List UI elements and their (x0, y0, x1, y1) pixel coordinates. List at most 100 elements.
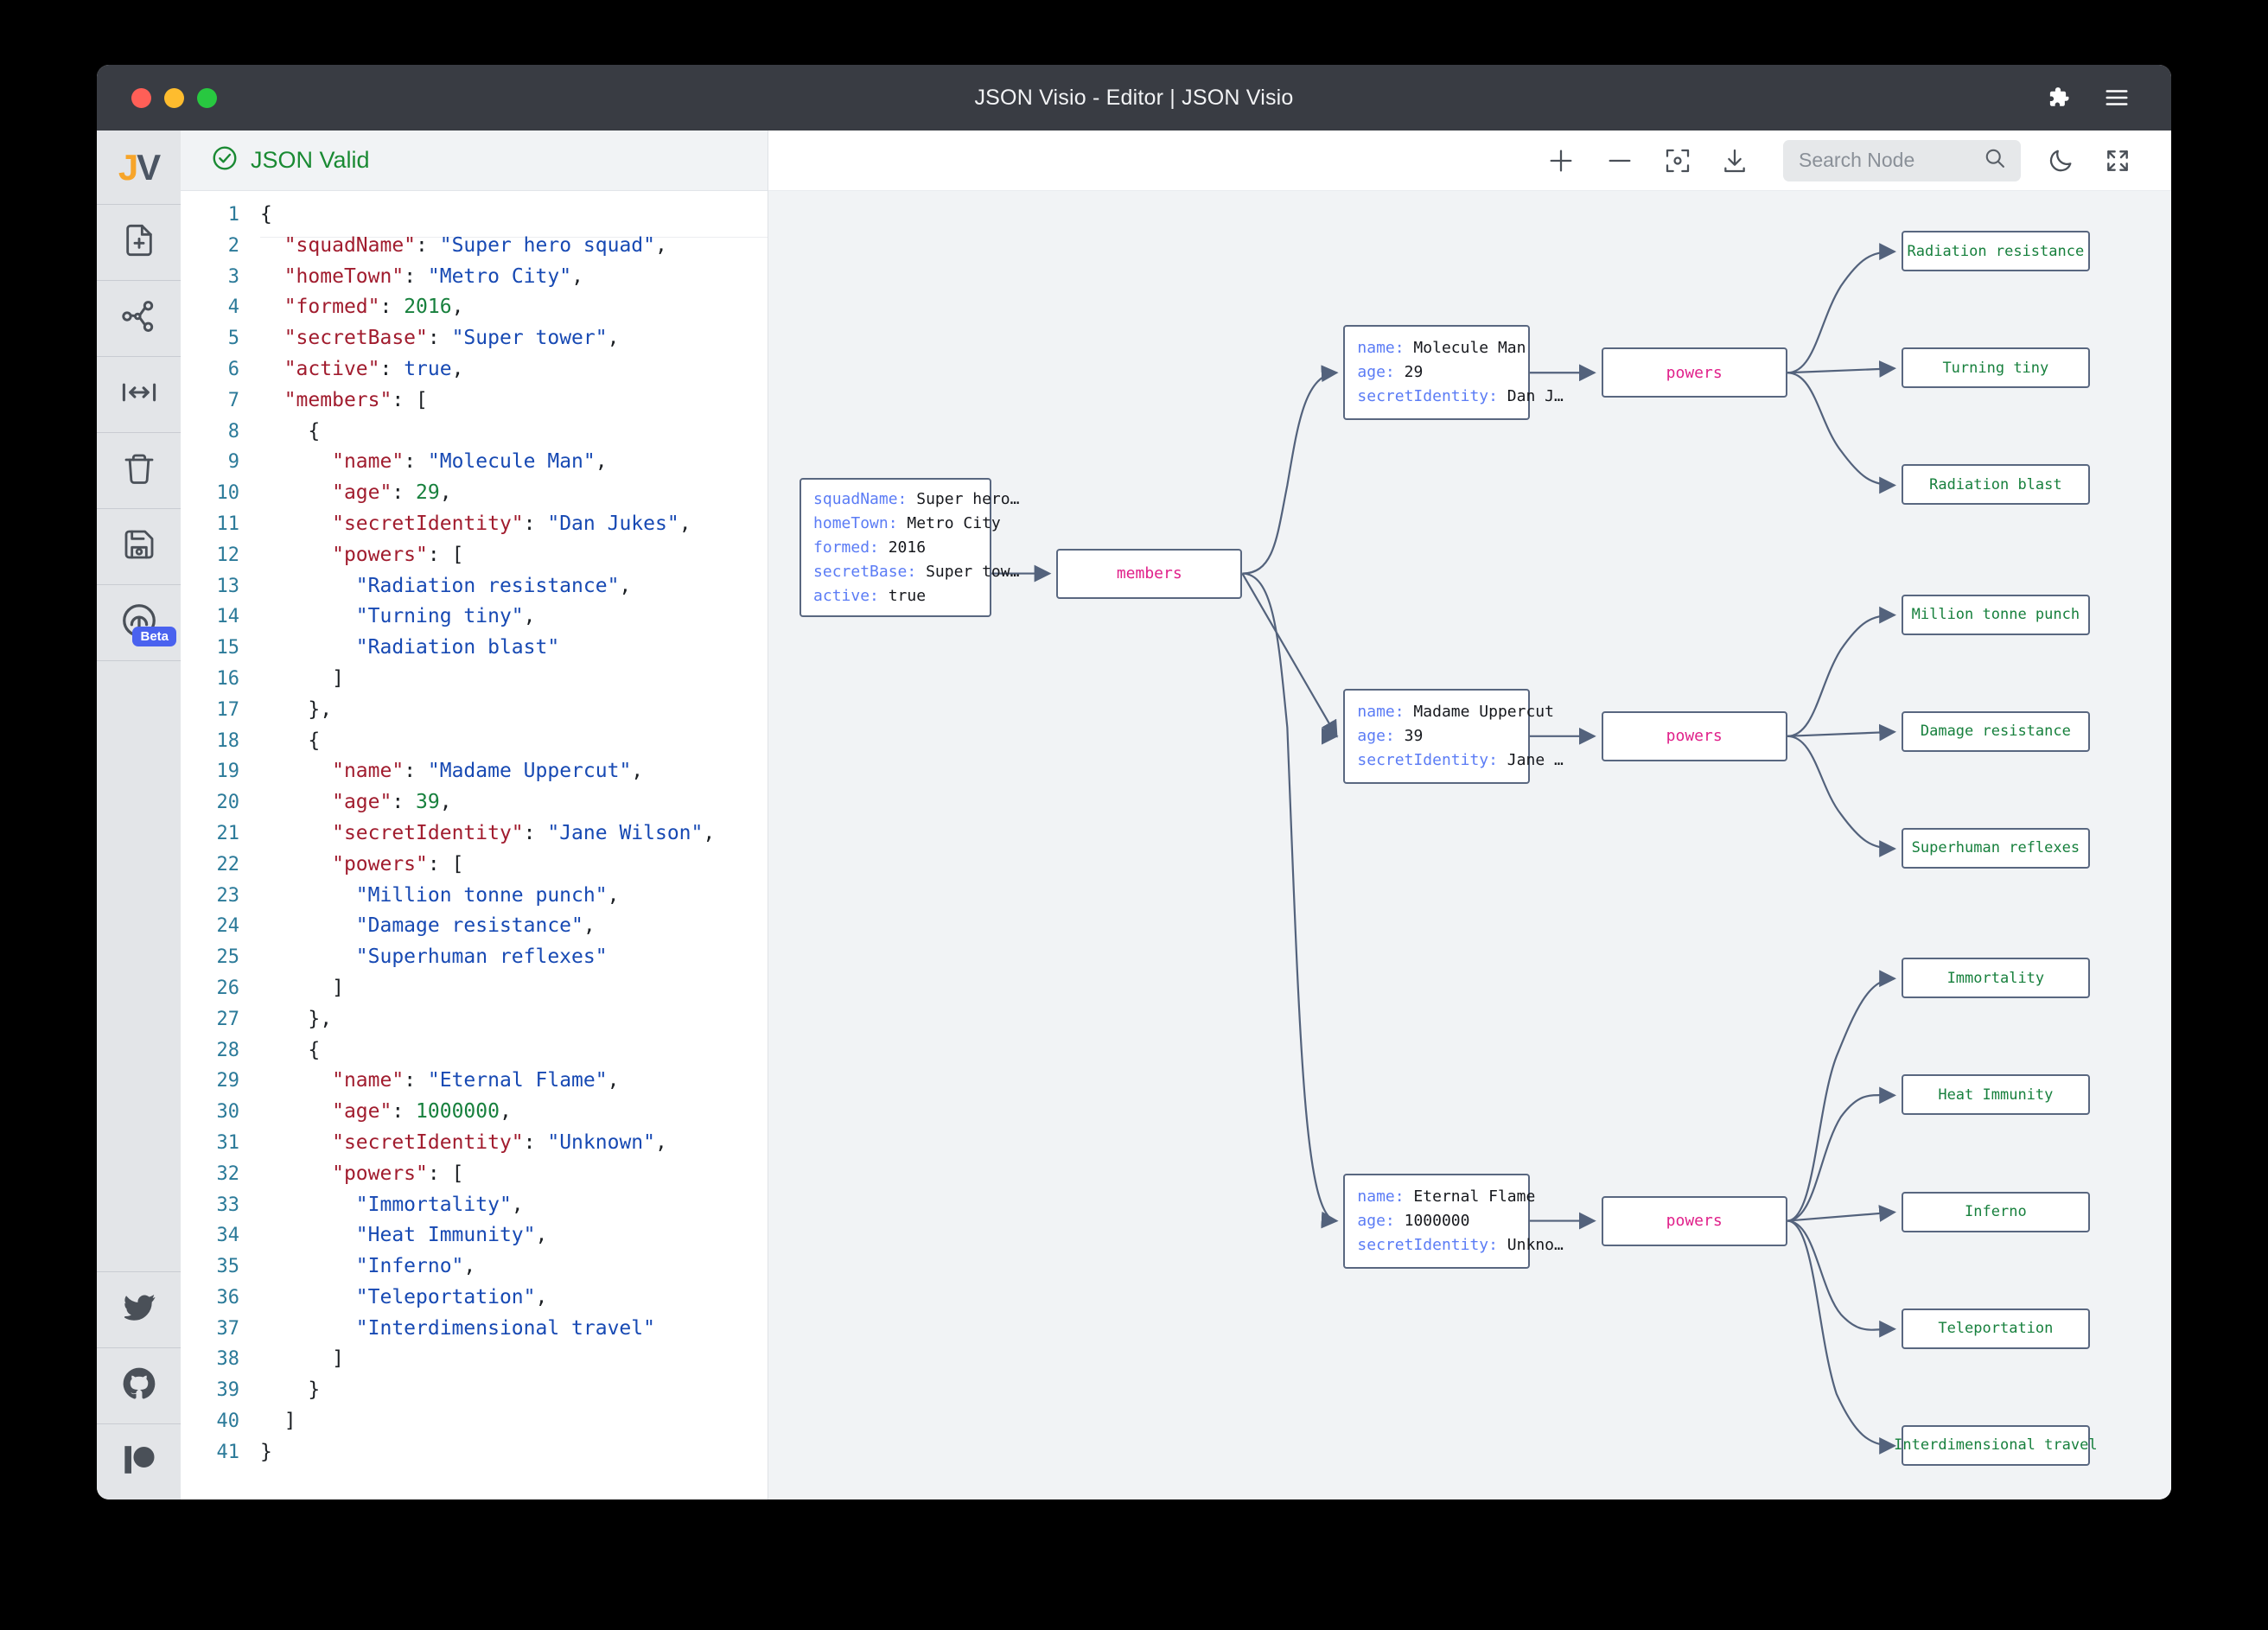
zoom-out-button[interactable] (1605, 146, 1634, 175)
node-property-value: 1000000 (1394, 1211, 1470, 1230)
download-button[interactable] (1721, 147, 1749, 175)
sidebar-item-new-document[interactable] (97, 205, 181, 281)
code-line: "secretIdentity": "Unknown", (332, 1130, 667, 1154)
sidebar-item-layout-direction[interactable] (97, 357, 181, 433)
app-logo[interactable]: JV (97, 131, 181, 205)
line-number: 3 (227, 265, 239, 288)
title-bar: JSON Visio - Editor | JSON Visio (97, 65, 2171, 131)
dark-mode-toggle[interactable] (2047, 147, 2074, 175)
node-key-label: members (1116, 564, 1182, 583)
line-number: 41 (216, 1441, 240, 1463)
node-leaf-label: Superhuman reflexes (1911, 839, 2080, 857)
code-line: "name": "Eternal Flame", (332, 1069, 620, 1092)
zoom-in-button[interactable] (1546, 146, 1576, 175)
hamburger-menu-icon[interactable] (2104, 85, 2130, 111)
graph-canvas[interactable]: squadName: Super hero…homeTown: Metro Ci… (768, 191, 2171, 1499)
code-content[interactable]: { "squadName": "Super hero squad", "home… (252, 200, 768, 1499)
graph-node-leaf[interactable]: Damage resistance (1901, 710, 2090, 752)
window-traffic-lights (131, 87, 217, 108)
code-line: { (260, 1038, 321, 1061)
line-number: 34 (216, 1225, 240, 1247)
node-property-row: formed: 2016 (813, 536, 978, 560)
maximize-button[interactable] (197, 87, 217, 108)
sidebar-item-twitter[interactable] (97, 1271, 181, 1347)
graph-node-key[interactable]: powers (1601, 347, 1787, 398)
close-button[interactable] (131, 87, 151, 108)
node-leaf-label: Radiation resistance (1907, 242, 2085, 260)
code-line: "age": 39, (332, 791, 452, 814)
code-line: "Teleportation", (355, 1285, 548, 1308)
sidebar-item-github[interactable] (97, 1347, 181, 1423)
line-number: 8 (227, 420, 239, 443)
line-number: 14 (216, 606, 240, 628)
node-property-row: squadName: Super hero… (813, 487, 1019, 512)
center-view-button[interactable] (1664, 147, 1691, 175)
code-line: "squadName": "Super hero squad", (284, 233, 667, 257)
graph-node-key[interactable]: powers (1601, 1195, 1787, 1246)
graph-node-leaf[interactable]: Turning tiny (1901, 347, 2090, 389)
line-number: 40 (216, 1410, 240, 1433)
code-line: { (260, 419, 321, 443)
search-input[interactable] (1799, 149, 1983, 172)
sidebar-item-patreon[interactable] (97, 1423, 181, 1499)
line-number: 26 (216, 977, 240, 999)
graph-node-leaf[interactable]: Superhuman reflexes (1901, 827, 2090, 869)
minimize-button[interactable] (164, 87, 184, 108)
check-circle-icon (211, 144, 239, 176)
node-property-value: 29 (1394, 363, 1424, 382)
code-line: } (260, 1440, 272, 1463)
graph-node-leaf[interactable]: Million tonne punch (1901, 594, 2090, 635)
line-number: 35 (216, 1256, 240, 1278)
graph-node-leaf[interactable]: Teleportation (1901, 1308, 2090, 1349)
code-line: "Damage resistance", (355, 914, 596, 938)
node-property-row: name: Eternal Flame (1357, 1185, 1535, 1209)
twitter-icon (122, 1290, 156, 1329)
node-leaf-label: Inferno (1965, 1203, 2027, 1221)
graph-node-leaf[interactable]: Radiation blast (1901, 464, 2090, 506)
search-node-box[interactable] (1783, 139, 2021, 181)
code-line: "Radiation resistance", (355, 574, 632, 597)
node-property-row: secretIdentity: Unkno… (1357, 1233, 1563, 1258)
code-line: ] (260, 1347, 344, 1371)
line-number: 37 (216, 1317, 240, 1340)
code-line: ] (260, 976, 344, 999)
graph-node-object[interactable]: squadName: Super hero…homeTown: Metro Ci… (800, 478, 1019, 617)
node-property-value: 39 (1394, 726, 1424, 745)
sidebar-item-cloud-save[interactable]: Beta (97, 585, 181, 661)
graph-node-leaf[interactable]: Interdimensional travel (1894, 1424, 2098, 1466)
node-property-key: secretIdentity: (1357, 387, 1498, 406)
node-property-row: name: Molecule Man (1357, 336, 1526, 360)
logo-letter-j: J (118, 146, 138, 188)
sidebar-item-save-json[interactable] (97, 509, 181, 585)
graph-node-leaf[interactable]: Inferno (1901, 1191, 2090, 1232)
code-line: }, (260, 1007, 333, 1030)
sidebar-item-share-graph[interactable] (97, 281, 181, 357)
graph-node-leaf[interactable]: Radiation resistance (1901, 231, 2090, 272)
floppy-disk-icon (122, 527, 156, 566)
puzzle-icon[interactable] (2045, 85, 2071, 111)
window-title: JSON Visio - Editor | JSON Visio (974, 85, 1294, 110)
sidebar-item-clear-json[interactable] (97, 433, 181, 509)
node-property-value: true (878, 586, 927, 605)
node-property-key: name: (1357, 1187, 1405, 1206)
graph-node-leaf[interactable]: Heat Immunity (1901, 1074, 2090, 1116)
code-line: "age": 29, (332, 481, 452, 505)
graph-node-key[interactable]: members (1056, 548, 1243, 599)
line-number: 1 (227, 204, 239, 226)
node-property-key: age: (1357, 726, 1395, 745)
code-line: "Immortality", (355, 1193, 524, 1216)
node-property-key: active: (813, 586, 879, 605)
node-property-key: secretIdentity: (1357, 750, 1498, 769)
graph-node-leaf[interactable]: Immortality (1901, 958, 2090, 999)
fullscreen-button[interactable] (2104, 147, 2131, 175)
magnifier-icon[interactable] (1983, 146, 2007, 175)
graph-node-key[interactable]: powers (1601, 710, 1787, 761)
file-plus-icon (122, 223, 156, 262)
node-property-row: age: 1000000 (1357, 1209, 1515, 1233)
